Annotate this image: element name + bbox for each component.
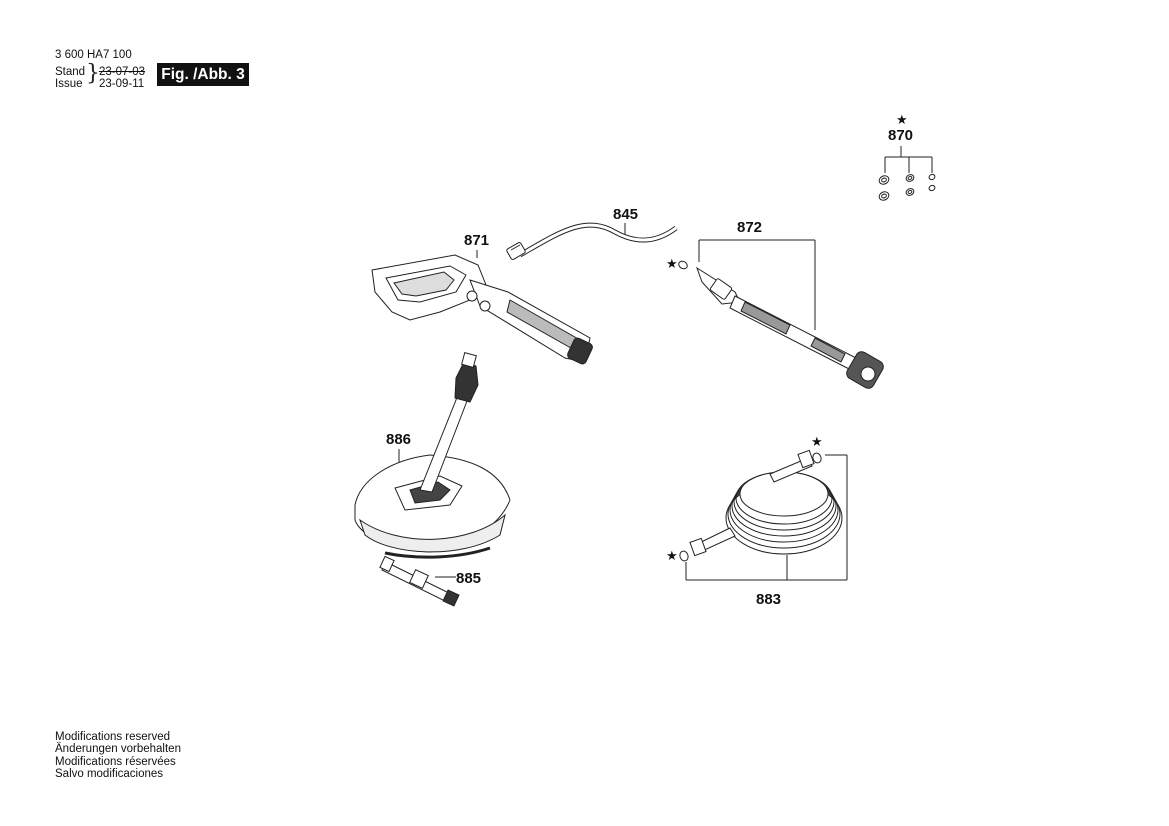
footer-line-de: Änderungen vorbehalten bbox=[55, 743, 181, 756]
stand-label: Stand bbox=[55, 66, 86, 78]
part-number-870: 870 bbox=[888, 127, 914, 144]
issue-date: 23-09-11 bbox=[99, 78, 145, 90]
part-number-886: 886 bbox=[386, 431, 412, 448]
part-number-871: 871 bbox=[464, 232, 490, 249]
star-icon: ★ bbox=[896, 113, 908, 128]
part-845-hose bbox=[506, 222, 678, 260]
star-icon: ★ bbox=[666, 257, 678, 272]
star-icon: ★ bbox=[666, 549, 678, 564]
footer-line-es: Salvo modificaciones bbox=[55, 767, 164, 780]
part-number-845: 845 bbox=[613, 206, 639, 223]
footer-line-fr: Modifications réservées bbox=[55, 755, 176, 768]
stand-date: 23-07-03 bbox=[99, 66, 146, 78]
brace-icon: } bbox=[86, 61, 100, 86]
part-871-trigger-gun bbox=[371, 250, 593, 365]
issue-label: Issue bbox=[55, 78, 83, 90]
figure-label: Fig. /Abb. 3 bbox=[157, 63, 249, 86]
part-870-oring-set bbox=[878, 146, 936, 201]
part-872-lance bbox=[678, 239, 884, 389]
modification-notice: Modifications reserved Änderungen vorbeh… bbox=[55, 731, 181, 780]
part-number-872: 872 bbox=[737, 219, 763, 236]
part-number-883: 883 bbox=[756, 591, 782, 608]
part-883-hose-coil bbox=[679, 449, 848, 581]
document-number: 3 600 HA7 100 bbox=[55, 49, 132, 61]
part-886-surface-cleaner bbox=[354, 352, 511, 559]
footer-line-en: Modifications reserved bbox=[55, 731, 171, 743]
star-icon: ★ bbox=[811, 435, 823, 450]
part-885-nozzle bbox=[379, 555, 460, 607]
part-number-885: 885 bbox=[456, 570, 482, 587]
